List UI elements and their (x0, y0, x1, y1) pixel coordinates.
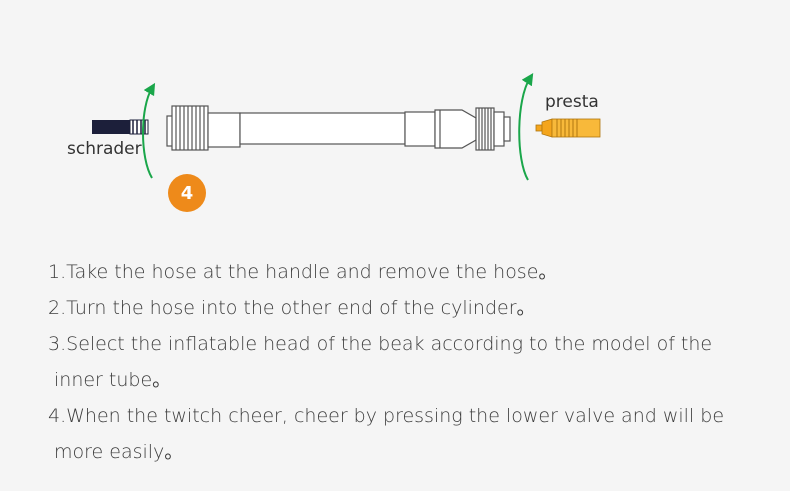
schrader-valve-icon (92, 119, 149, 135)
hose-tube (239, 112, 406, 145)
presta-valve-icon (535, 118, 601, 138)
instruction-step-4: 4.When the twitch cheer, cheer by pressi… (48, 405, 725, 427)
left-rotate-arrow-icon (142, 82, 156, 179)
schrader-label: schrader (67, 139, 142, 159)
right-rotate-arrow-icon (518, 72, 534, 181)
instruction-list: 1.Take the hose at the handle and remove… (48, 254, 768, 470)
right-connector-icon (404, 107, 511, 151)
hose-diagram (92, 72, 601, 181)
presta-label: presta (545, 92, 599, 112)
instruction-step-1: 1.Take the hose at the handle and remove… (48, 261, 558, 283)
instruction-step-2: 2.Turn the hose into the other end of th… (48, 297, 536, 319)
instruction-step-3-cont: inner tube。 (54, 369, 172, 391)
instruction-step-4-cont: more easily。 (54, 441, 184, 463)
step-badge: 4 (168, 174, 206, 212)
instruction-step-3: 3.Select the inflatable head of the beak… (48, 333, 713, 355)
left-connector-icon (166, 105, 241, 151)
